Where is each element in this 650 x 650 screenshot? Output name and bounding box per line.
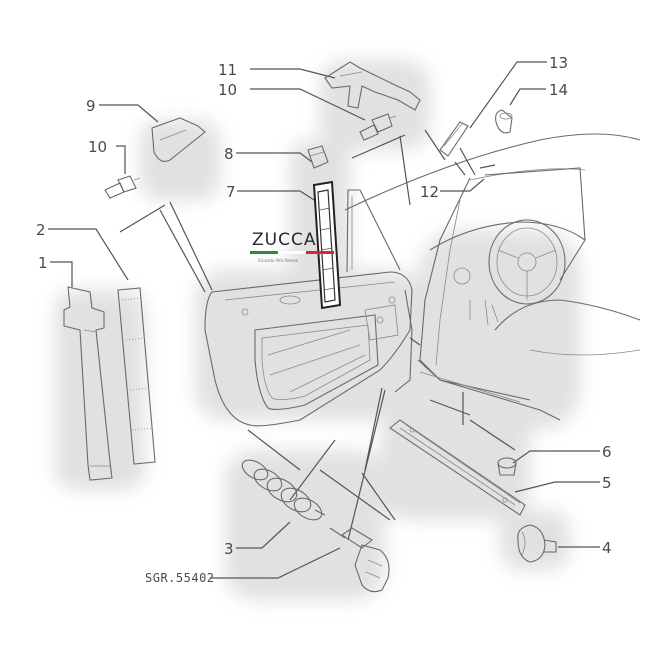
part-10-pin-left — [104, 175, 141, 199]
flag-red — [306, 251, 334, 254]
callout-labels: 1 2 3 4 5 6 7 8 9 10 10 11 12 13 14 SGR.… — [36, 54, 612, 585]
part-5-sill-plate — [389, 419, 526, 516]
callout-11: 11 — [218, 61, 237, 79]
flag-green — [250, 251, 278, 254]
leader-lines — [48, 61, 600, 579]
logo-tagline: Ricambi Alfa Romeo — [258, 258, 299, 263]
part-4-bumper — [517, 524, 557, 563]
callout-3: 3 — [224, 540, 234, 558]
callout-10-left: 10 — [88, 138, 107, 156]
part-door-switch — [329, 527, 390, 593]
part-2-foam-strip — [117, 287, 156, 465]
callout-14: 14 — [549, 81, 568, 99]
part-6-plug — [497, 457, 517, 476]
logo-brand: ZUCCA — [252, 230, 316, 250]
part-14-cap — [495, 109, 513, 134]
callout-13: 13 — [549, 54, 568, 72]
callout-8: 8 — [224, 145, 234, 163]
callout-10-top: 10 — [218, 81, 237, 99]
callout-2: 2 — [36, 221, 46, 239]
callout-6: 6 — [602, 443, 612, 461]
part-10-pin-top — [359, 113, 397, 141]
callout-4: 4 — [602, 539, 612, 557]
part-8-clip — [307, 145, 329, 169]
flag-white — [277, 250, 307, 255]
part-7-window-channel — [312, 180, 342, 310]
callout-7: 7 — [226, 183, 236, 201]
callout-5: 5 — [602, 474, 612, 492]
car-body-outline — [344, 133, 641, 421]
part-1-pillar-seal — [63, 286, 113, 481]
part-3-rubber-boot — [241, 459, 326, 521]
zucca-logo: ZUCCA Ricambi Alfa Romeo — [250, 230, 334, 263]
callout-1: 1 — [38, 254, 48, 272]
part-11-hinge — [324, 61, 421, 111]
door-panel — [204, 189, 413, 427]
part-9-bracket — [151, 117, 206, 162]
reference-code: SGR.55402 — [145, 571, 215, 585]
callout-12: 12 — [420, 183, 439, 201]
callout-9: 9 — [86, 97, 96, 115]
part-13-rod — [439, 121, 469, 157]
